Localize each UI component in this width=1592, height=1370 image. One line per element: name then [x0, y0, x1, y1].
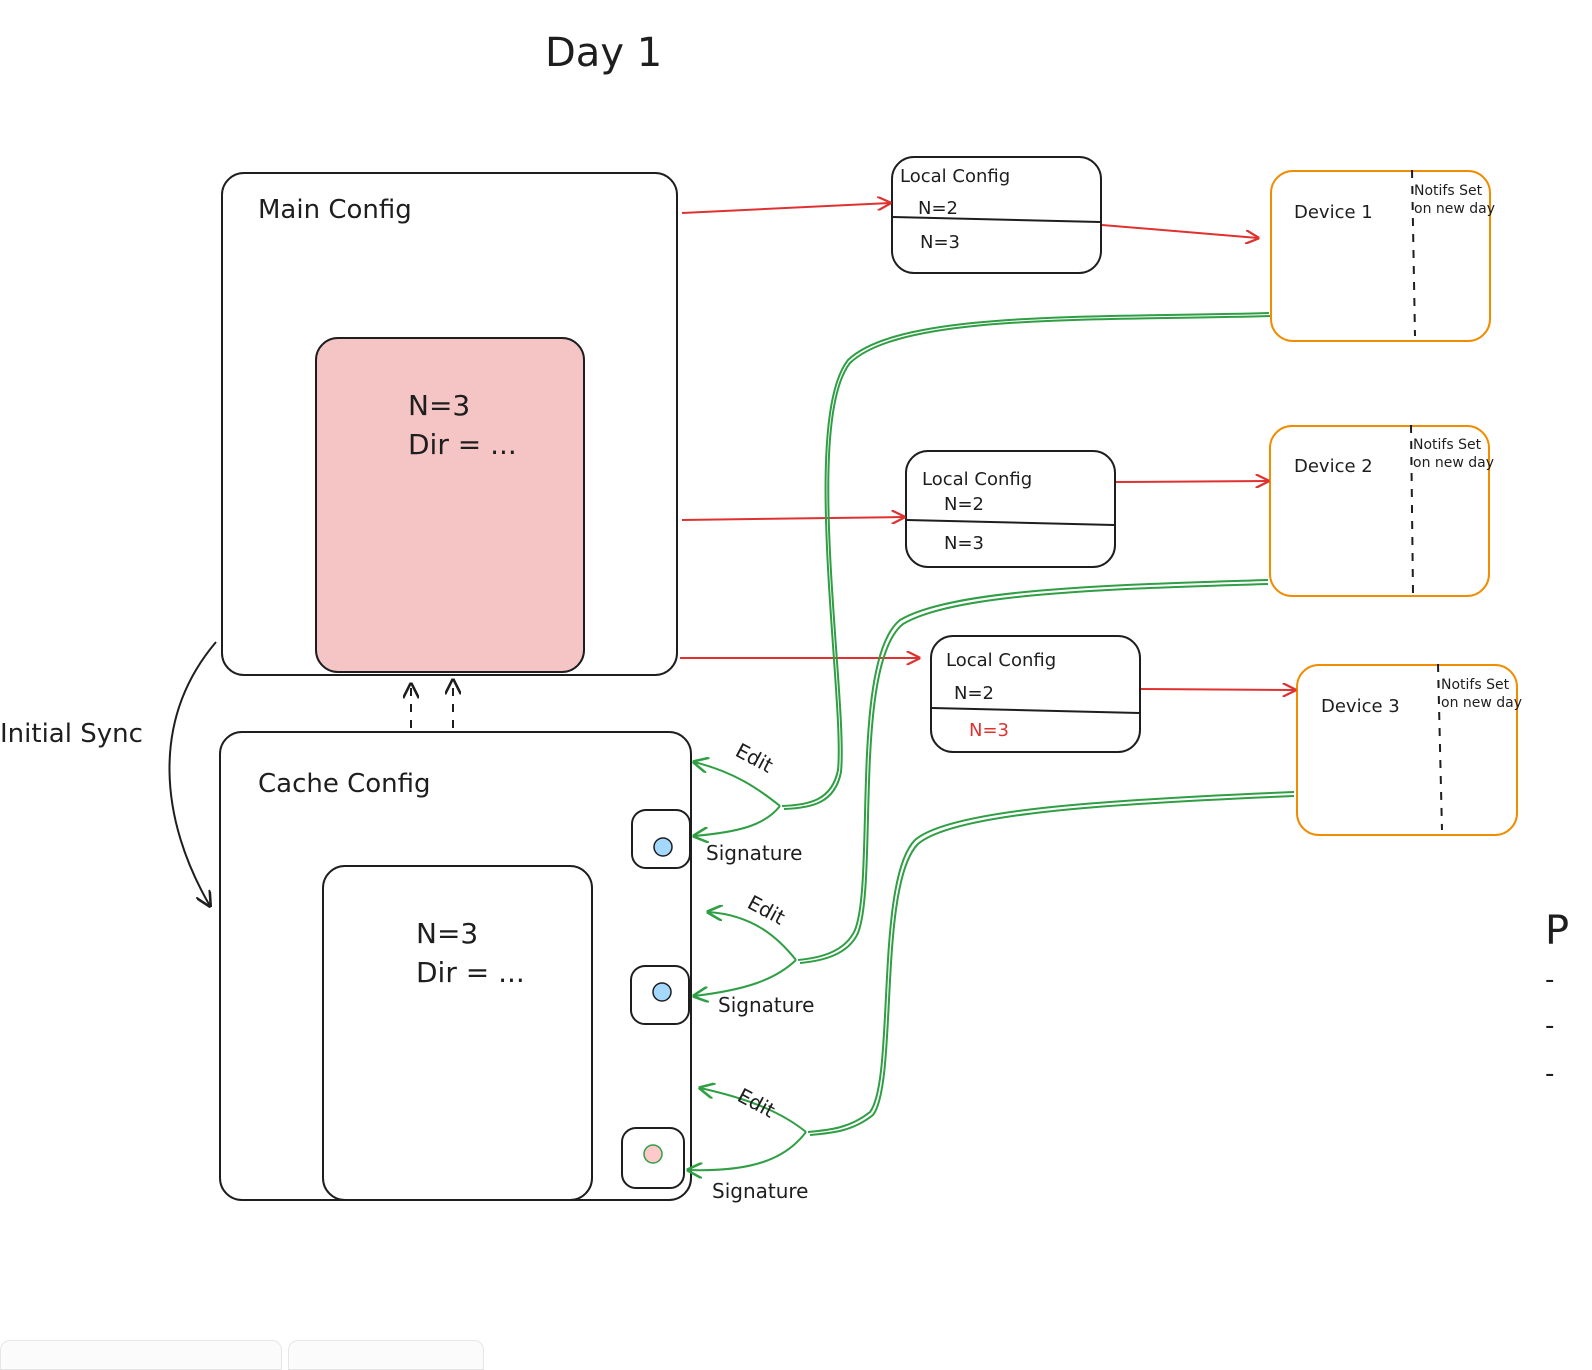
local-config-2[interactable]: Local Config N=2 N=3: [905, 450, 1116, 568]
dot-blue-icon: [652, 982, 672, 1002]
local-config-2-new: N=3: [944, 533, 984, 554]
edge-device-2-edit: [708, 912, 797, 961]
local-config-1-divider: [892, 216, 1101, 223]
edge-local-3-to-device-3: [1140, 689, 1295, 690]
cutoff-letter: P: [1545, 908, 1569, 954]
cache-config-content: [322, 865, 593, 1201]
local-config-1-old: N=2: [918, 198, 958, 219]
edge-device-2-signature: [694, 959, 797, 996]
main-config-line2: Dir = ...: [408, 428, 517, 461]
edge-device-3-edit: [700, 1088, 807, 1133]
cache-config-line1: N=3: [416, 917, 478, 950]
bottom-toolbar-tab-2[interactable]: [288, 1340, 484, 1370]
device-1[interactable]: Device 1 Notifs Set on new day: [1270, 169, 1495, 342]
device-1-divider: [1411, 169, 1416, 337]
local-config-3-divider: [931, 707, 1140, 714]
device-3-note2: on new day: [1441, 695, 1522, 711]
cutoff-dash-3: -: [1545, 1059, 1554, 1089]
edit-label-2: Edit: [744, 890, 790, 929]
signature-token-1[interactable]: [631, 809, 691, 869]
edge-device-1-to-cache: [781, 312, 1270, 807]
green-edges: [688, 312, 1295, 1170]
edge-device-1-edit: [694, 762, 781, 807]
device-3-note1: Notifs Set: [1441, 677, 1510, 693]
initial-sync-arrow: [168, 641, 217, 906]
device-2-note1: Notifs Set: [1413, 437, 1482, 453]
cutoff-dash-2: -: [1545, 1011, 1554, 1041]
edge-device-3-to-cache-shadow: [809, 795, 1295, 1136]
local-config-3[interactable]: Local Config N=2 N=3: [930, 635, 1141, 753]
cache-config-label: Cache Config: [258, 769, 431, 799]
main-config-content: [315, 337, 585, 673]
signature-label-2: Signature: [718, 993, 814, 1017]
device-2[interactable]: Device 2 Notifs Set on new day: [1269, 424, 1494, 597]
device-3-label: Device 3: [1321, 696, 1400, 717]
edge-main-to-local-1: [681, 203, 890, 214]
edge-device-2-to-cache: [797, 579, 1269, 961]
device-2-label: Device 2: [1294, 456, 1373, 477]
main-config-label: Main Config: [258, 195, 412, 225]
local-config-2-divider: [906, 519, 1115, 526]
red-edges: [680, 203, 1295, 690]
edit-label-1: Edit: [732, 738, 778, 777]
edge-local-1-to-device-1: [1101, 224, 1258, 238]
cache-config-line2: Dir = ...: [416, 956, 525, 989]
device-2-note2: on new day: [1413, 455, 1494, 471]
cache-to-main-arrows: [411, 680, 453, 728]
edit-label-3: Edit: [734, 1083, 780, 1122]
edge-device-2-to-cache-shadow: [799, 583, 1269, 964]
device-1-note1: Notifs Set: [1414, 183, 1483, 199]
signature-token-3[interactable]: [621, 1127, 685, 1189]
cache-config-box[interactable]: Cache Config N=3 Dir = ...: [219, 731, 692, 1201]
local-config-1-new: N=3: [920, 232, 960, 253]
edge-main-to-local-2: [681, 517, 904, 520]
device-1-note2: on new day: [1414, 201, 1495, 217]
local-config-1[interactable]: Local Config N=2 N=3: [891, 156, 1102, 274]
device-1-label: Device 1: [1294, 202, 1373, 223]
local-config-3-new: N=3: [969, 720, 1009, 741]
initial-sync-label: Initial Sync: [0, 719, 143, 749]
signature-token-2[interactable]: [630, 965, 690, 1025]
local-config-2-label: Local Config: [922, 469, 1032, 490]
device-2-divider: [1410, 424, 1414, 594]
signature-label-1: Signature: [706, 841, 802, 865]
local-config-3-label: Local Config: [946, 650, 1056, 671]
main-config-box[interactable]: Main Config N=3 Dir = ...: [221, 172, 678, 676]
local-config-3-old: N=2: [954, 683, 994, 704]
edge-device-1-signature: [694, 805, 781, 836]
dot-pink-icon: [643, 1144, 663, 1164]
edge-device-3-to-cache: [807, 791, 1295, 1133]
edge-local-2-to-device-2: [1115, 481, 1268, 482]
edge-device-3-signature: [688, 1131, 807, 1170]
bottom-toolbar-tab-1[interactable]: [0, 1340, 282, 1370]
dot-blue-icon: [653, 837, 673, 857]
signature-label-3: Signature: [712, 1179, 808, 1203]
local-config-2-old: N=2: [944, 494, 984, 515]
device-3-divider: [1437, 663, 1443, 831]
edge-device-1-to-cache-shadow: [783, 315, 1271, 810]
cutoff-dash-1: -: [1545, 965, 1554, 995]
main-config-line1: N=3: [408, 389, 470, 422]
local-config-1-label: Local Config: [900, 166, 1010, 187]
page-title: Day 1: [545, 30, 662, 76]
device-3[interactable]: Device 3 Notifs Set on new day: [1296, 663, 1522, 836]
